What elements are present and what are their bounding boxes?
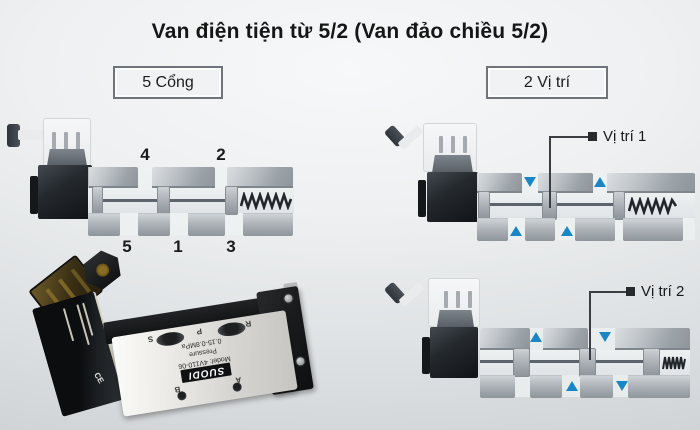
valve-block bbox=[477, 173, 522, 193]
callout-line bbox=[549, 136, 551, 208]
valve-block bbox=[623, 218, 683, 241]
coil-end-cap bbox=[422, 337, 430, 374]
flow-arrow-icon bbox=[594, 177, 606, 187]
valve-block bbox=[89, 167, 138, 188]
port-letter: B bbox=[173, 384, 181, 395]
connector-pin bbox=[76, 132, 80, 150]
connector-pin bbox=[52, 132, 56, 150]
ports-badge: 5 Cổng bbox=[113, 66, 223, 99]
valve-block bbox=[480, 375, 515, 398]
screw-icon bbox=[294, 355, 307, 368]
valve-block bbox=[525, 218, 555, 241]
spool-land bbox=[478, 191, 490, 220]
coil-top-cap bbox=[432, 155, 473, 173]
ce-mark: CE bbox=[92, 370, 106, 386]
valve-block bbox=[615, 328, 690, 350]
valve-block bbox=[138, 213, 170, 236]
flow-arrow-icon bbox=[616, 381, 628, 391]
flow-arrow-icon bbox=[530, 332, 542, 342]
port-letter: P bbox=[196, 326, 203, 337]
flow-arrow-icon bbox=[566, 381, 578, 391]
port-letter: R bbox=[244, 319, 252, 329]
valve-block bbox=[88, 213, 120, 236]
spool-land bbox=[157, 186, 170, 215]
spool-land bbox=[579, 348, 596, 377]
photo-label-block: A B SUODI Model: 4V110-06 Pressure 0.15-… bbox=[131, 319, 277, 400]
positions-badge-label: 2 Vị trí bbox=[523, 73, 571, 91]
callout-line bbox=[589, 291, 591, 360]
valve-block bbox=[477, 218, 508, 241]
coil-end-cap bbox=[418, 180, 426, 217]
spool-rod bbox=[480, 360, 650, 363]
valve-block bbox=[188, 213, 225, 236]
port-letter: S bbox=[147, 334, 154, 345]
screw-icon bbox=[282, 292, 295, 305]
photo-valve-body-group: A B SUODI Model: 4V110-06 Pressure 0.15-… bbox=[99, 278, 327, 430]
coil-top-cap bbox=[437, 310, 474, 327]
flow-arrow-icon bbox=[561, 226, 573, 236]
callout-line bbox=[590, 291, 626, 293]
connector-stem bbox=[18, 130, 46, 140]
connector-pin bbox=[463, 136, 467, 153]
coil-end-cap bbox=[30, 176, 38, 214]
port-label-2: 2 bbox=[216, 145, 226, 164]
port-letter: A bbox=[234, 374, 243, 385]
flow-arrow-icon bbox=[524, 177, 536, 187]
compressed-spring-icon bbox=[662, 356, 686, 370]
valve-block bbox=[243, 213, 293, 236]
connector-pin bbox=[451, 136, 455, 153]
spool-land bbox=[513, 348, 530, 377]
connector-pin bbox=[456, 291, 460, 308]
return-spring-icon bbox=[240, 192, 292, 210]
spool-land bbox=[613, 191, 625, 220]
connector-pin bbox=[468, 291, 472, 308]
coil-top-cap bbox=[47, 149, 87, 166]
flow-arrow-icon bbox=[510, 226, 522, 236]
valve-block bbox=[628, 375, 690, 398]
connector-pin bbox=[64, 132, 68, 150]
position1-callout-label: Vị trí 1 bbox=[603, 128, 647, 145]
gland-ring bbox=[94, 261, 112, 279]
valve-block bbox=[580, 375, 613, 398]
flow-arrow-icon bbox=[599, 332, 611, 342]
valve-photo: CE A B SUODI bbox=[22, 252, 314, 427]
valve-block bbox=[543, 328, 588, 350]
callout-marker-icon bbox=[588, 132, 597, 141]
connector-pin bbox=[444, 291, 448, 308]
callout-line bbox=[550, 136, 588, 138]
page-title: Van điện tiện từ 5/2 (Van đảo chiều 5/2) bbox=[151, 20, 549, 43]
position2-callout-label: Vị trí 2 bbox=[641, 283, 685, 300]
coil-print-line bbox=[62, 308, 75, 342]
solenoid-coil bbox=[38, 165, 92, 219]
spool-land bbox=[92, 186, 103, 215]
main-valve-schematic: 4 2 5 1 3 bbox=[3, 118, 303, 258]
cable-gland-knob bbox=[7, 124, 20, 147]
port-label-1: 1 bbox=[173, 237, 183, 256]
port-label-3: 3 bbox=[226, 237, 236, 256]
valve-block bbox=[530, 375, 562, 398]
port-label-5: 5 bbox=[122, 237, 132, 256]
callout-marker-icon bbox=[626, 287, 635, 296]
connector-pin bbox=[439, 136, 443, 153]
valve-block bbox=[575, 218, 615, 241]
spool-land bbox=[225, 186, 238, 215]
ports-badge-label: 5 Cổng bbox=[142, 73, 194, 91]
positions-badge: 2 Vị trí bbox=[486, 66, 608, 99]
valve-block bbox=[538, 173, 593, 193]
position2-schematic: Vị trí 2 bbox=[383, 275, 700, 403]
position1-schematic: Vị trí 1 bbox=[383, 120, 700, 248]
valve-block bbox=[227, 167, 293, 188]
valve-block bbox=[152, 167, 215, 188]
valve-block bbox=[607, 173, 695, 193]
spool-land bbox=[643, 348, 660, 377]
port-label-4: 4 bbox=[140, 145, 150, 164]
solenoid-coil bbox=[430, 327, 478, 378]
valve-block bbox=[480, 328, 530, 350]
solenoid-coil bbox=[427, 172, 478, 222]
return-spring-icon bbox=[628, 197, 677, 215]
